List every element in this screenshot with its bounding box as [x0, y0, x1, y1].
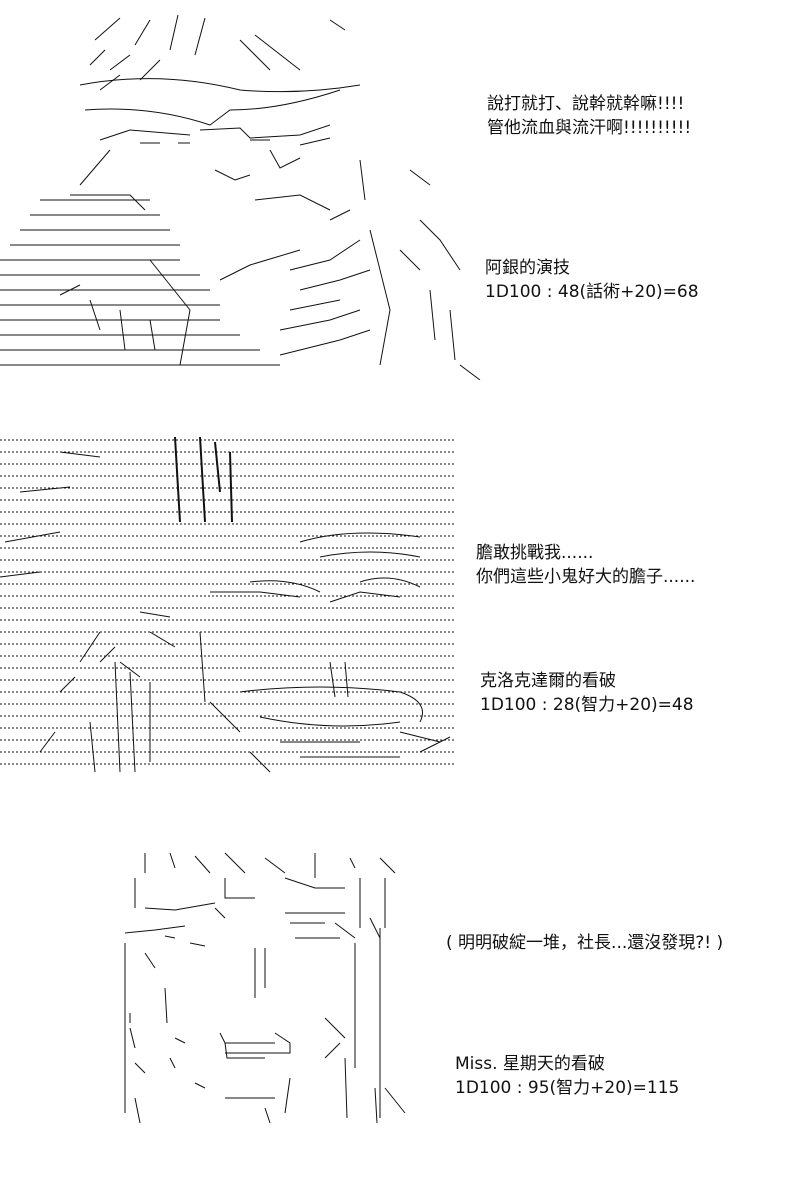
dialogue-line: 管他流血與流汗啊!!!!!!!!!!	[487, 118, 692, 138]
roll-label: 克洛克達爾的看破	[480, 671, 616, 691]
roll-label: Miss. 星期天的看破	[455, 1054, 605, 1074]
roll-formula: 1D100 : 95(智力+20)=115	[455, 1078, 680, 1098]
dialogue-line: 說打就打、說幹就幹嘛!!!!	[487, 94, 685, 114]
roll-label: 阿銀的演技	[485, 258, 570, 278]
ascii-art-miss-sunday	[115, 848, 415, 1128]
dialogue-text: 膽敢挑戰我...... 你們這些小鬼好大的膽子......	[476, 541, 695, 589]
dice-roll: 阿銀的演技 1D100 : 48(話術+20)=68	[485, 256, 699, 304]
ascii-art-crocodile	[0, 432, 455, 777]
dialogue-text: ( 明明破綻一堆，社長...還沒發現?! )	[446, 931, 723, 955]
dialogue-line: ( 明明破綻一堆，社長...還沒發現?! )	[446, 933, 724, 953]
roll-formula: 1D100 : 28(智力+20)=48	[480, 695, 694, 715]
dialogue-text: 說打就打、說幹就幹嘛!!!! 管他流血與流汗啊!!!!!!!!!!	[487, 92, 691, 140]
ascii-art-gintoki	[0, 10, 490, 380]
dialogue-line: 膽敢挑戰我......	[476, 543, 594, 563]
dice-roll: 克洛克達爾的看破 1D100 : 28(智力+20)=48	[480, 669, 694, 717]
dice-roll: Miss. 星期天的看破 1D100 : 95(智力+20)=115	[455, 1052, 679, 1100]
roll-formula: 1D100 : 48(話術+20)=68	[485, 282, 699, 302]
dialogue-line: 你們這些小鬼好大的膽子......	[476, 567, 696, 587]
